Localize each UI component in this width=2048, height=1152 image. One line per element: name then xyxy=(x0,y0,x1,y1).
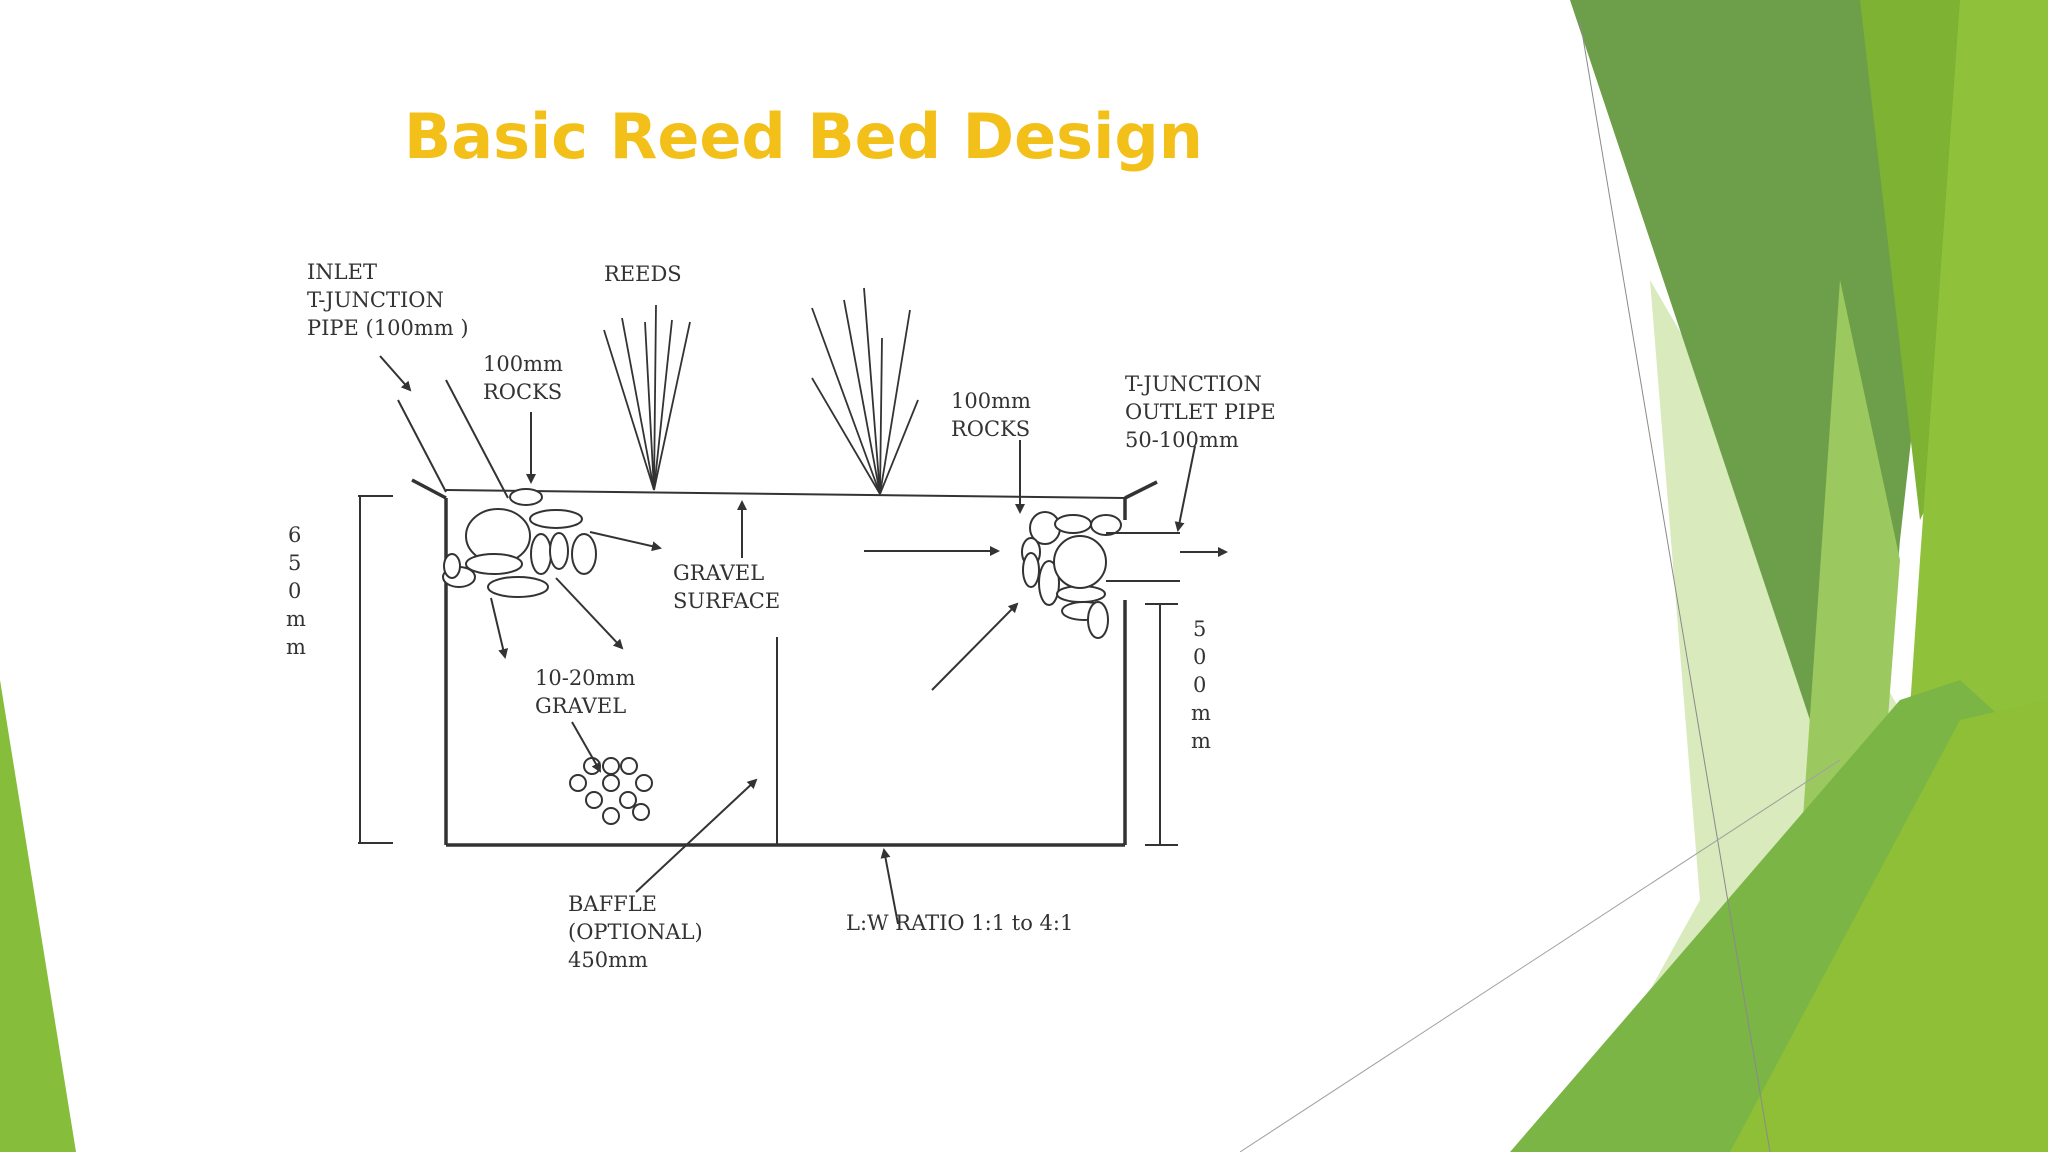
label-inlet: T-JUNCTION xyxy=(307,288,444,312)
dim-left-char: 6 xyxy=(288,523,301,547)
left-rocks xyxy=(442,488,597,598)
label-outlet: 50-100mm xyxy=(1125,428,1239,452)
dim-right-char: m xyxy=(1191,729,1211,753)
thin-line xyxy=(1579,19,1771,1152)
dim-left-char: m xyxy=(286,635,306,659)
label-outlet: T-JUNCTION xyxy=(1125,372,1262,396)
label-gravel-size: 10-20mm xyxy=(535,666,635,690)
arrow-up-right xyxy=(931,602,1019,691)
label-outlet: OUTLET PIPE xyxy=(1125,400,1276,424)
thin-line xyxy=(1239,759,1841,1152)
arrow-down-left xyxy=(490,597,509,659)
outlet-pipe xyxy=(1106,532,1180,582)
label-gravel-size: GRAVEL xyxy=(535,694,626,718)
label-baffle: 450mm xyxy=(568,948,648,972)
arrow-gravel xyxy=(571,721,601,773)
label-rocks-right: 100mm xyxy=(951,389,1031,413)
gravel-cluster xyxy=(569,757,653,825)
dim-right-char: 5 xyxy=(1193,617,1206,641)
dim-left-char: 5 xyxy=(288,551,301,575)
dim-right-char: 0 xyxy=(1193,673,1206,697)
label-inlet: PIPE (100mm ) xyxy=(307,316,469,340)
dim-left-char: 0 xyxy=(288,579,301,603)
left-green-facet xyxy=(0,680,76,1152)
label-gravel-surface: SURFACE xyxy=(673,589,780,613)
label-rocks-left: 100mm xyxy=(483,352,563,376)
dim-right-char: m xyxy=(1191,701,1211,725)
arrow-inlet xyxy=(379,355,412,392)
label-rocks-right: ROCKS xyxy=(951,417,1030,441)
arrow-outlet-label xyxy=(1174,445,1196,532)
reeds-left xyxy=(603,304,691,491)
label-baffle: (OPTIONAL) xyxy=(568,920,703,944)
gravel-surface-line xyxy=(445,489,1126,499)
arrow-baffle xyxy=(635,778,758,893)
dimension-right xyxy=(1145,603,1178,846)
dim-left-char: m xyxy=(286,607,306,631)
right-rocks xyxy=(1021,511,1122,639)
arrow-ratio xyxy=(880,848,899,925)
slide-title: Basic Reed Bed Design xyxy=(404,100,1203,173)
label-reeds: REEDS xyxy=(604,262,682,286)
label-baffle: BAFFLE xyxy=(568,892,657,916)
reeds-right xyxy=(811,287,919,495)
tank-outline xyxy=(411,478,1158,847)
label-ratio: L:W RATIO 1:1 to 4:1 xyxy=(846,911,1073,935)
label-inlet: INLET xyxy=(307,260,377,284)
arrow-flow-inlet xyxy=(589,531,662,552)
right-bottom-facet xyxy=(1730,700,2048,1152)
label-gravel-surface: GRAVEL xyxy=(673,561,764,585)
arrows xyxy=(379,355,1228,925)
label-rocks-left: ROCKS xyxy=(483,380,562,404)
arrow-down-mid xyxy=(555,577,624,650)
inlet-pipe xyxy=(397,379,509,499)
dimension-left xyxy=(358,495,393,844)
dim-right-char: 0 xyxy=(1193,645,1206,669)
